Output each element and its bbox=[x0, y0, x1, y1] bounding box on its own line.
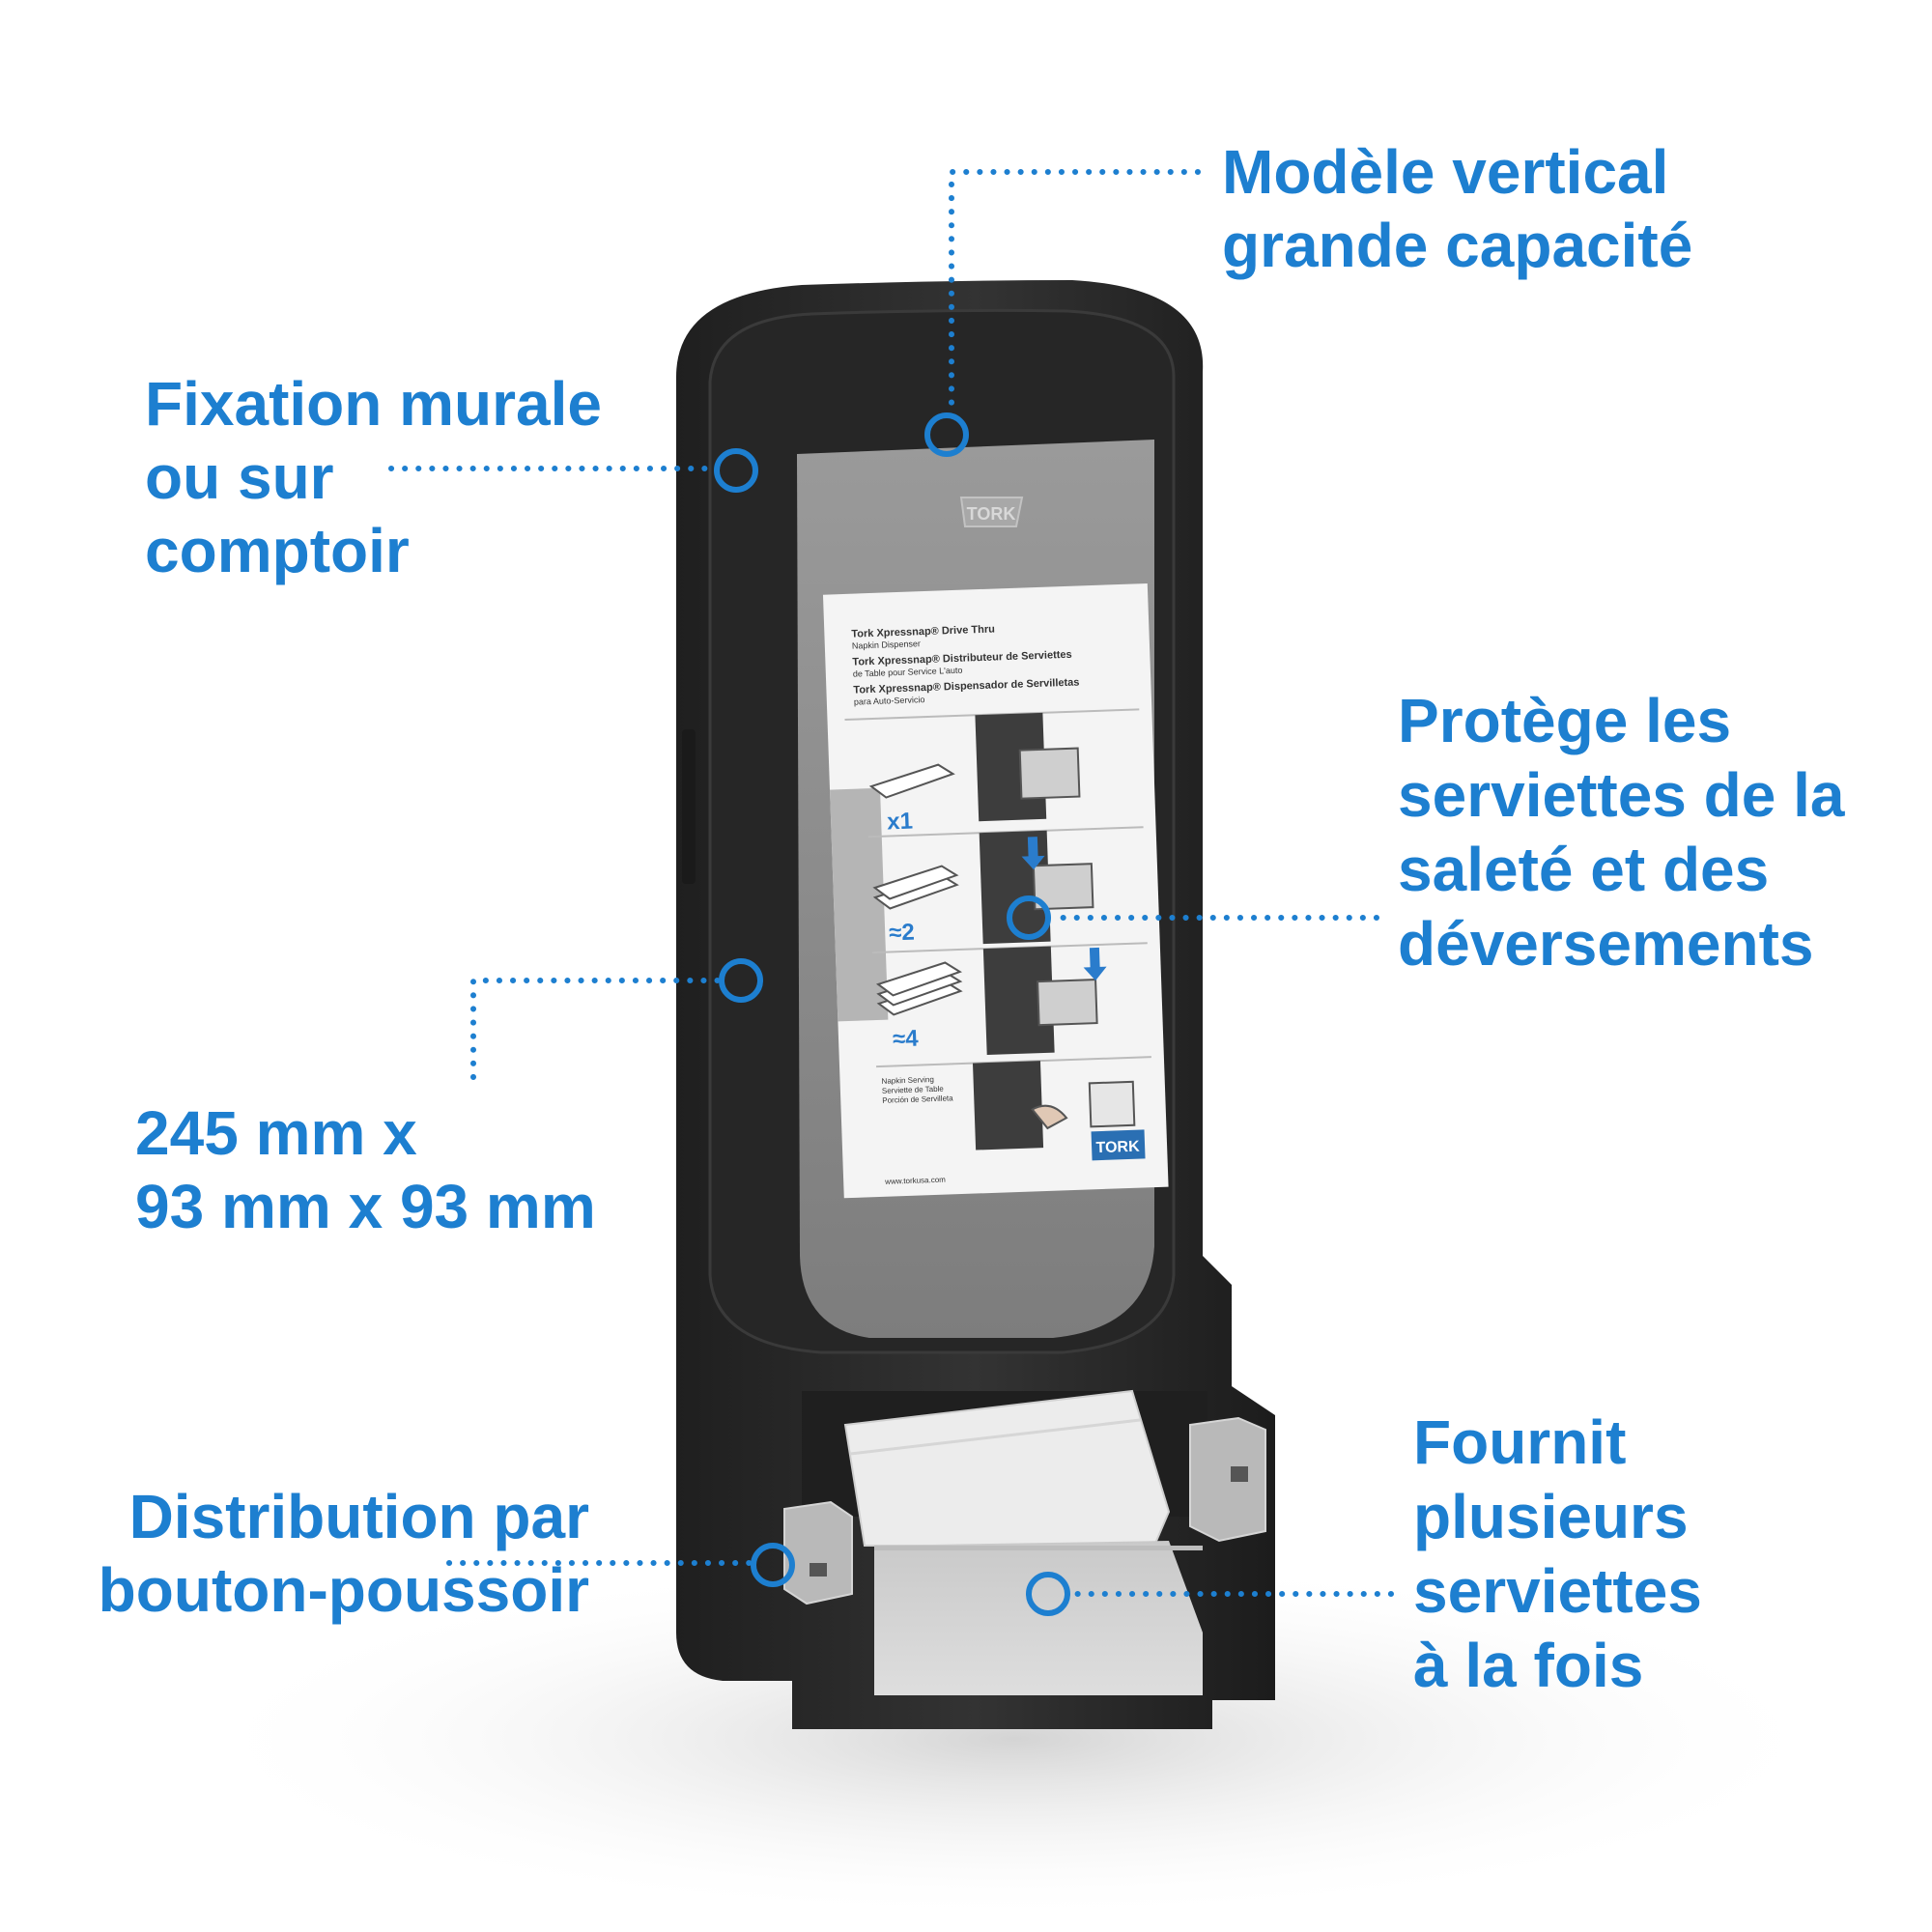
callout-wall-or-counter-mount: Fixation murale ou sur comptoir bbox=[145, 369, 602, 585]
dispenser: TORK Tork Xpressnap® Drive Thru Napkin D… bbox=[676, 280, 1275, 1729]
card-logo: TORK bbox=[1095, 1139, 1140, 1157]
card-line-1: Tork Xpressnap® Drive Thru bbox=[851, 624, 995, 640]
step-3-label: ≈4 bbox=[893, 1026, 920, 1053]
callout-protects-napkins: Protège les serviettes de la saleté et d… bbox=[1398, 686, 1845, 979]
napkin bbox=[843, 1389, 1171, 1547]
callout-markers bbox=[714, 412, 1070, 1616]
card-url: www.torkusa.com bbox=[884, 1176, 946, 1186]
callout-dimensions: 245 mm x 93 mm x 93 mm bbox=[135, 1098, 596, 1241]
step-serving: Napkin Serving Serviette de Table Porció… bbox=[881, 1061, 1146, 1186]
callout-vertical-model: Modèle vertical grande capacité bbox=[1222, 137, 1693, 280]
window-logo: TORK bbox=[959, 497, 1024, 527]
serving-line-3: Porción de Servilleta bbox=[882, 1094, 953, 1105]
card-line-4: de Table pour Service L'auto bbox=[853, 666, 963, 679]
floor-shadow bbox=[184, 1555, 1845, 1922]
card-line-6: para Auto-Servicio bbox=[854, 695, 925, 707]
push-button-right bbox=[1189, 1416, 1266, 1543]
step-2-label: ≈2 bbox=[889, 920, 915, 947]
push-button-left bbox=[783, 1500, 853, 1605]
collection-tray bbox=[874, 1541, 1203, 1695]
marker-distribution bbox=[751, 1543, 795, 1587]
step-1-label: x1 bbox=[887, 809, 914, 836]
leader-vertical bbox=[949, 169, 1201, 418]
brand-logo: TORK bbox=[967, 504, 1016, 524]
callout-multiple-napkins: Fournit plusieurs serviettes à la fois bbox=[1413, 1407, 1702, 1700]
leader-dims bbox=[470, 978, 727, 1080]
marker-vertical bbox=[924, 412, 969, 457]
marker-dims bbox=[719, 958, 763, 1003]
serving-line-1: Napkin Serving bbox=[881, 1075, 934, 1086]
card-line-2: Napkin Dispenser bbox=[852, 639, 921, 650]
callout-push-button-dispensing: Distribution par bouton-poussoir bbox=[98, 1482, 589, 1625]
step-2: ≈2 bbox=[872, 830, 1094, 947]
serving-line-2: Serviette de Table bbox=[882, 1085, 945, 1095]
step-1: x1 bbox=[868, 712, 1081, 836]
leader-lines bbox=[388, 169, 1394, 1597]
marker-fixation bbox=[714, 448, 758, 493]
side-slot bbox=[682, 729, 696, 884]
marker-protege bbox=[1007, 895, 1051, 940]
step-3: ≈4 bbox=[875, 946, 1107, 1056]
instruction-card: Tork Xpressnap® Drive Thru Napkin Dispen… bbox=[822, 582, 1169, 1199]
marker-fournit bbox=[1026, 1572, 1070, 1616]
